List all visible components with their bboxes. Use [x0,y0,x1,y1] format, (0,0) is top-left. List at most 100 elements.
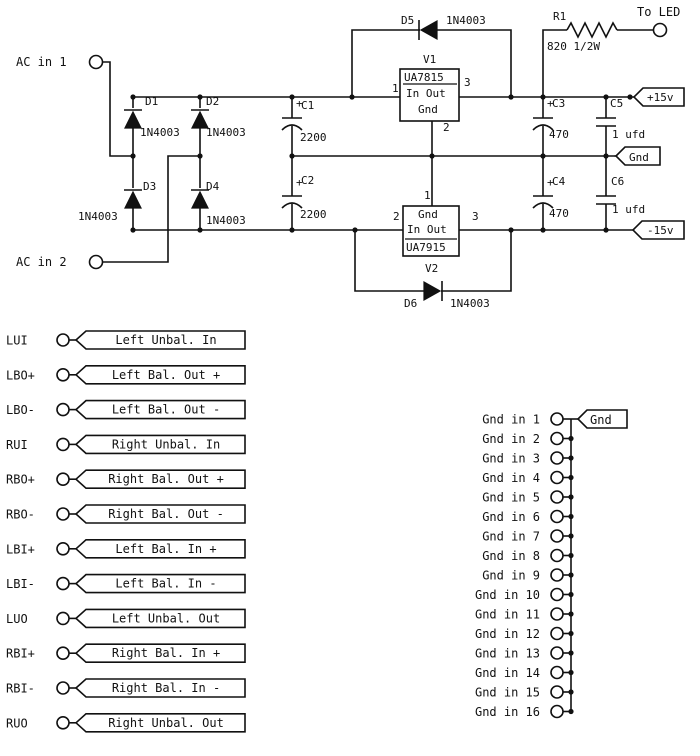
c5-label: C5 [610,97,623,110]
ground-input-row: Gnd in 16 [475,704,574,719]
diode-d1 [124,109,142,129]
junction-dot [603,153,609,159]
ground-input-label: Gnd in 3 [482,452,540,466]
ground-input-terminal [550,607,564,621]
d3-part-label: 1N4003 [78,210,118,223]
io-row: LBO-Left Bal. Out - [6,399,246,420]
ground-input-terminal [550,451,564,465]
c1-value: 2200 [300,131,327,144]
io-row: LBI+Left Bal. In + [6,538,246,559]
io-flag [74,504,246,524]
junction-dot [568,513,574,520]
junction-dot [197,227,203,233]
ground-input-row: Gnd in 15 [475,685,574,700]
junction-dot [568,572,574,578]
io-terminal [56,367,70,382]
junction-dot [568,533,574,539]
junction-dot [289,227,295,233]
c6-value: 1 ufd [612,203,645,216]
ground-input-row: Gnd in 3 [482,451,574,466]
io-flag [74,678,246,698]
io-id-label: RBO- [6,508,35,522]
io-terminal [56,333,70,347]
v1-gnd-label: Gnd [418,103,438,116]
io-flag-label: Left Bal. In - [115,577,216,591]
ground-input-label: Gnd in 7 [482,530,540,544]
diode-d4 [191,189,209,209]
ground-input-label: Gnd in 15 [475,686,540,700]
d2-label: D2 [206,95,219,108]
ground-input-row: Gnd in 4 [482,470,574,485]
ground-input-row: Gnd in 12 [475,626,574,641]
rails [291,29,653,292]
ground-input-label: Gnd in 6 [482,510,540,524]
ground-input-terminal [550,685,564,699]
resistor-r1 [566,21,618,39]
junction-dot [568,630,574,637]
c2-plus: + [296,176,303,189]
ground-input-label: Gnd in 10 [475,588,540,602]
ground-input-label: Gnd in 16 [475,705,540,719]
ground-input-label: Gnd in 2 [482,432,540,446]
c3-label: C3 [552,97,565,110]
junction-dot [568,669,574,676]
io-flag [74,643,246,664]
gnd-flag [614,146,661,166]
to-led-label: To LED [637,5,680,19]
io-terminal [56,576,70,591]
to-led-terminal [652,22,668,38]
junction-dot [289,94,295,100]
io-flag-label: Right Bal. Out + [108,472,224,486]
ground-input-row: Gnd in 7 [482,529,574,544]
junction-dot [429,153,435,159]
regulator-v1 [399,68,460,122]
c3-value: 470 [549,128,569,141]
d5-label: D5 [401,14,414,27]
io-flag-label: Left Unbal. Out [112,611,220,625]
junction-dot [603,227,609,233]
junction-dot [289,153,295,159]
capacitor-c3 [532,117,554,131]
io-row: RBO-Right Bal. Out - [6,504,246,524]
ground-input-terminal [550,587,564,602]
c1-label: C1 [301,99,314,112]
junction-dot [568,708,574,715]
ground-input-label: Gnd in 1 [482,413,540,427]
junction-dot [540,153,546,159]
v2-pin-in: 2 [393,210,400,223]
junction-dot [603,94,609,100]
ac-in-2-label: AC in 2 [16,255,67,269]
io-id-label: LUI [6,334,28,348]
diode-d6 [423,280,443,302]
io-id-label: RBI- [6,682,35,696]
ground-input-terminal [550,548,564,563]
v2-gnd-label: Gnd [418,208,438,221]
ground-input-row: Gnd in 14 [475,665,574,680]
junction-dot [568,650,574,656]
minus-15v-flag [631,220,685,240]
junction-dot [568,611,574,617]
capacitor-c1 [281,117,303,131]
r1-label: R1 [553,10,566,23]
ground-input-terminal [550,490,564,504]
junction-dot [349,94,355,100]
io-id-label: LBO+ [6,368,35,382]
ground-input-terminal [550,704,564,719]
ground-input-row: Gnd in 2 [482,431,574,446]
v2-part-label: UA7915 [406,241,446,254]
v1-part-label: UA7815 [404,71,444,84]
io-id-label: LBI- [6,577,35,591]
ground-input-row: Gnd in 1 [482,412,571,427]
io-flag [74,573,246,594]
junction-dot [540,94,546,100]
junction-dot [130,94,136,100]
regulator-v2 [402,205,460,257]
ground-input-label: Gnd in 9 [482,569,540,583]
c5-value: 1 ufd [612,128,645,141]
ac-in-1-label: AC in 1 [16,55,67,69]
io-terminal [56,437,70,452]
diode-d2 [191,109,209,129]
